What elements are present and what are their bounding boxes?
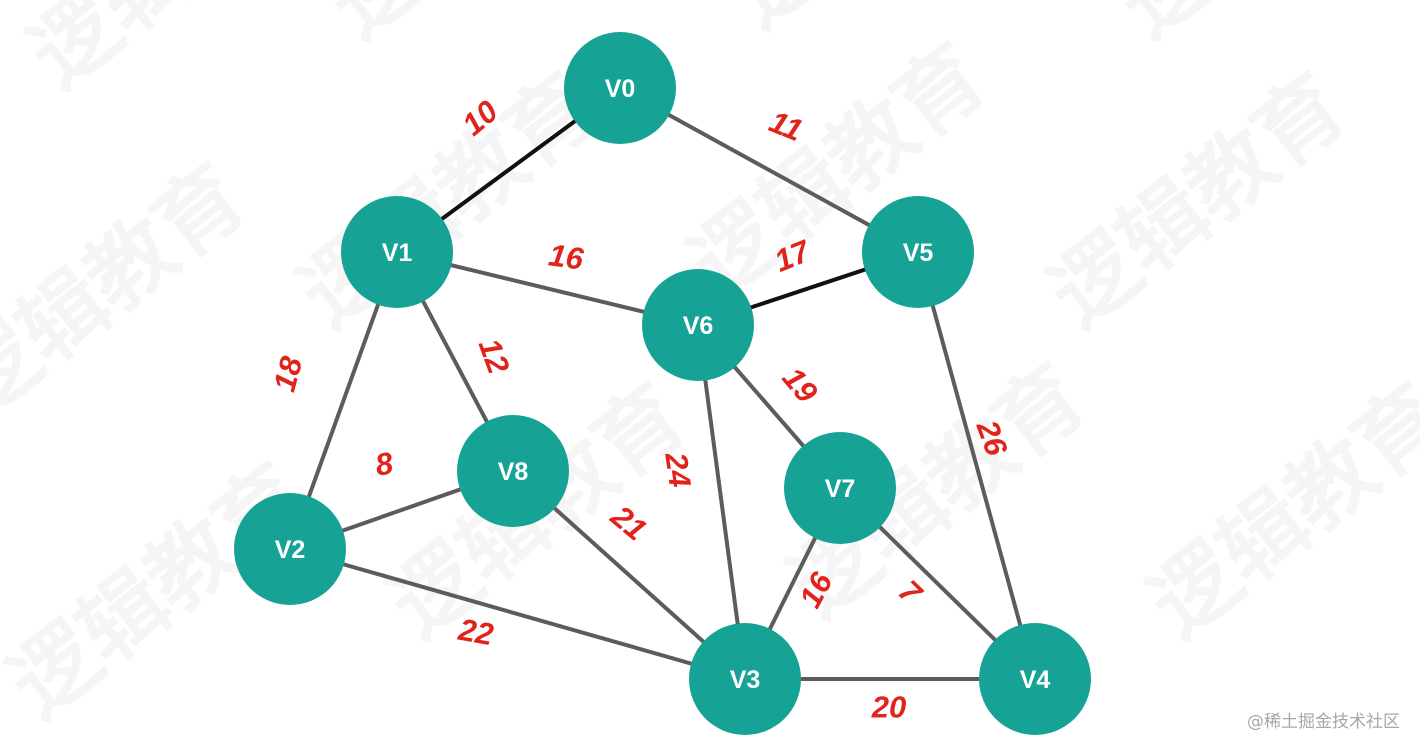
node-label: V2 — [275, 536, 306, 564]
node-label: V1 — [382, 239, 413, 267]
node-v8: V8 — [457, 415, 569, 527]
edge-weight-v1-v2: 18 — [267, 352, 310, 395]
node-label: V4 — [1020, 666, 1051, 694]
edge-v0-v5 — [618, 86, 920, 254]
watermark-text: 逻辑教育 — [711, 0, 1044, 47]
node-circle — [341, 196, 453, 308]
edge-weight-v6-v3: 24 — [658, 449, 698, 489]
node-v2: V2 — [234, 493, 346, 605]
node-label: V6 — [683, 312, 714, 340]
node-circle — [862, 196, 974, 308]
node-circle — [564, 32, 676, 144]
edge-weight-v3-v4: 20 — [871, 690, 906, 725]
watermark-text: 逻辑教育 — [1101, 0, 1420, 57]
node-circle — [784, 432, 896, 544]
edge-weight-v1-v8: 12 — [472, 334, 517, 378]
node-v5: V5 — [862, 196, 974, 308]
attribution-text: @稀土掘金技术社区 — [1247, 712, 1400, 732]
node-circle — [689, 623, 801, 735]
node-v6: V6 — [642, 269, 754, 381]
edge-weight-v2-v3: 22 — [455, 612, 496, 653]
node-v3: V3 — [689, 623, 801, 735]
node-label: V0 — [605, 75, 636, 103]
edge-weight-v1-v6: 16 — [546, 237, 586, 277]
watermark-text: 逻辑教育 — [281, 56, 614, 347]
node-label: V3 — [730, 666, 761, 694]
watermark-text: 逻辑教育 — [11, 0, 344, 107]
node-v4: V4 — [979, 623, 1091, 735]
node-label: V8 — [498, 458, 529, 486]
edge-v5-v4 — [916, 250, 1037, 681]
watermark-text: 逻辑教育 — [1131, 366, 1420, 657]
watermark-text: 逻辑教育 — [0, 146, 264, 437]
node-v7: V7 — [784, 432, 896, 544]
node-circle — [642, 269, 754, 381]
edge-weight-v6-v7: 19 — [776, 361, 825, 410]
node-v1: V1 — [341, 196, 453, 308]
node-label: V5 — [903, 239, 934, 267]
node-circle — [234, 493, 346, 605]
node-circle — [979, 623, 1091, 735]
node-label: V7 — [825, 475, 856, 503]
node-circle — [457, 415, 569, 527]
edge-v6-v3 — [696, 323, 747, 681]
watermark-text: 逻辑教育 — [1031, 56, 1364, 347]
edge-weight-v2-v8: 8 — [372, 445, 396, 483]
node-v0: V0 — [564, 32, 676, 144]
edge-v2-v3 — [288, 547, 747, 681]
caption-text — [0, 740, 880, 750]
